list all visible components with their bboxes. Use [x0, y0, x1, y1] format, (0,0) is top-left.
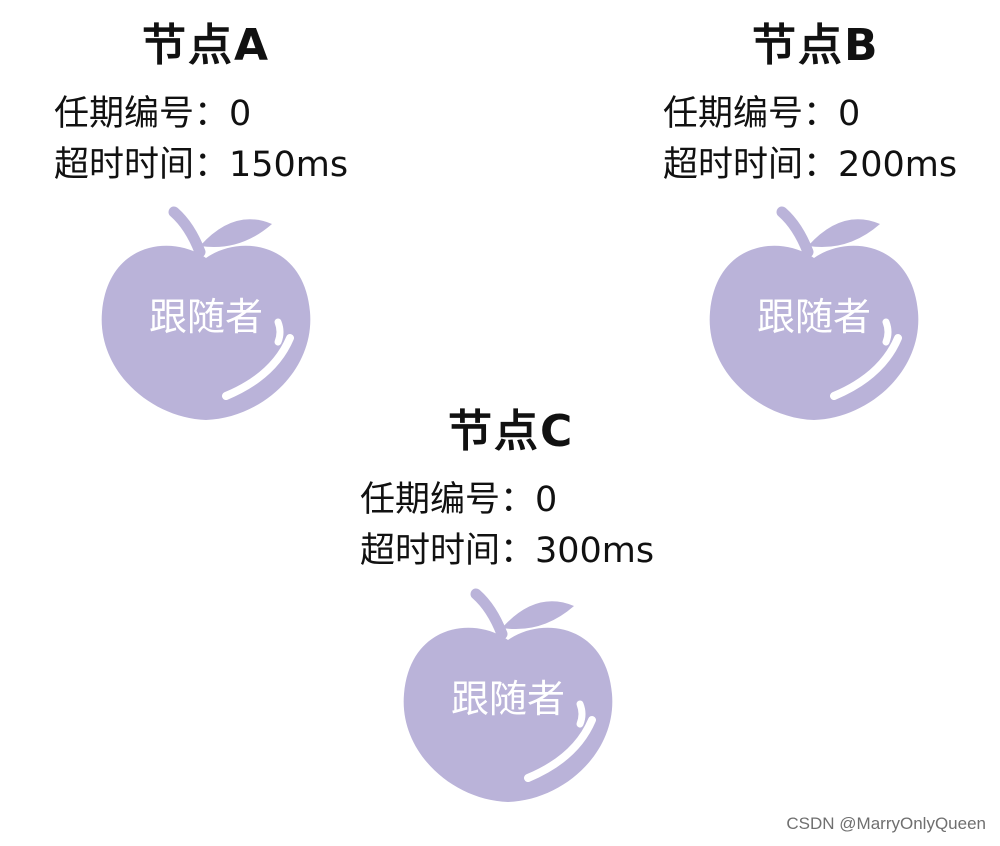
node-c-timeout: 超时时间：300ms [360, 531, 655, 571]
node-a-term: 任期编号：0 [54, 94, 252, 134]
node-c-title: 节点C [448, 406, 575, 457]
node-a-timeout: 超时时间：150ms [54, 145, 349, 185]
watermark: CSDN @MarryOnlyQueen [786, 814, 986, 833]
node-c-apple: 跟随者 [398, 582, 618, 807]
apple-icon [101, 206, 311, 420]
node-a-title: 节点A [142, 20, 271, 71]
node-b-title: 节点B [752, 20, 880, 71]
node-b-term: 任期编号：0 [663, 94, 861, 134]
apple-icon [709, 206, 919, 420]
node-b-apple: 跟随者 [704, 200, 924, 425]
apple-icon [403, 588, 613, 802]
node-a-role-label: 跟随者 [148, 295, 263, 339]
node-c-term: 任期编号：0 [360, 480, 558, 520]
node-a-apple: 跟随者 [96, 200, 316, 425]
node-b-role-label: 跟随者 [756, 295, 871, 339]
node-b-timeout: 超时时间：200ms [663, 145, 958, 185]
node-c-role-label: 跟随者 [450, 677, 565, 721]
